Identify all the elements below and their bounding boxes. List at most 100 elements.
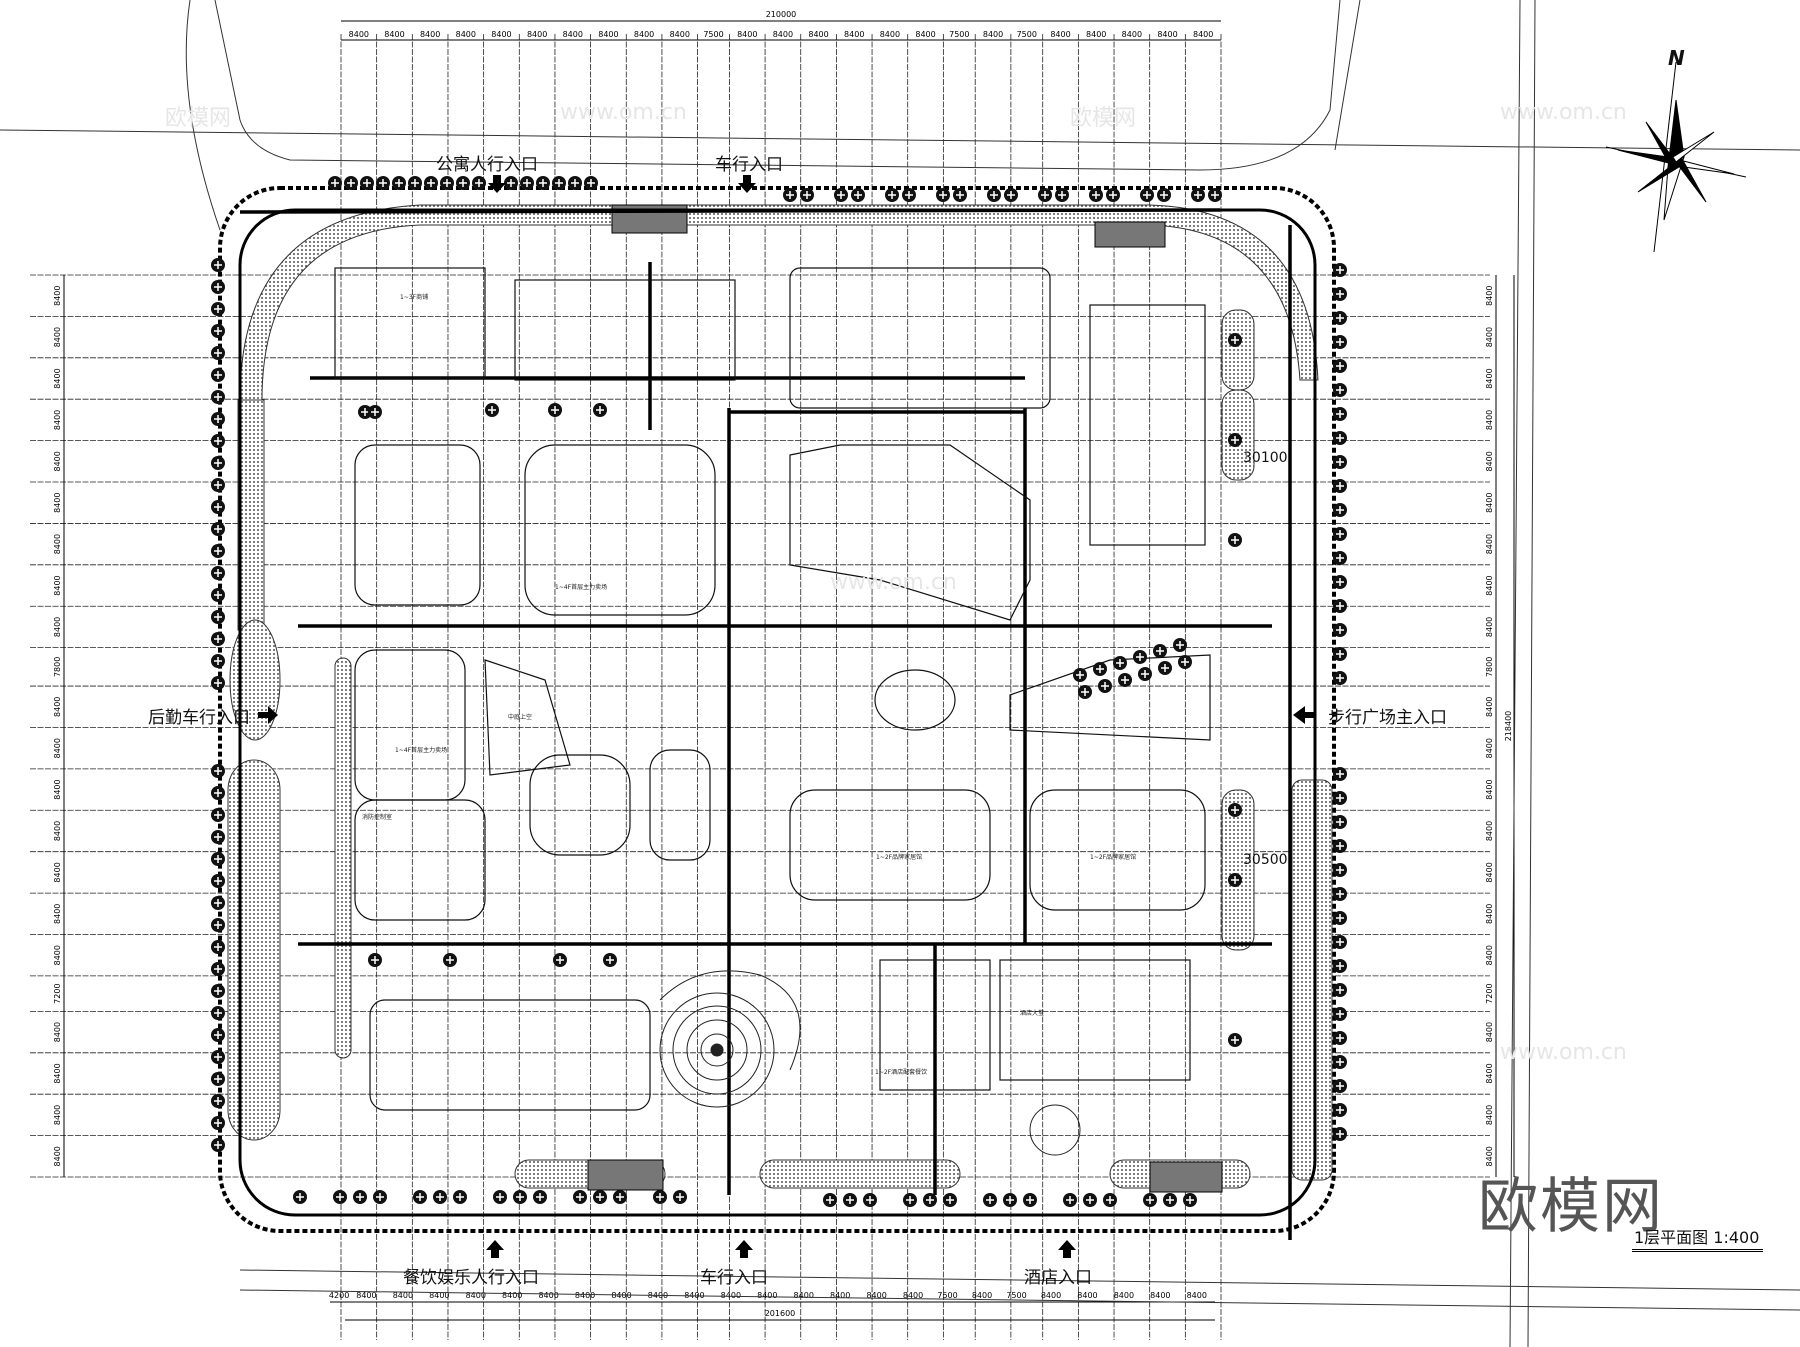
arrow-up-icon <box>486 1240 504 1258</box>
tree-icon <box>1140 188 1154 202</box>
watermark-faint: 欧模网 <box>1070 106 1137 131</box>
room-label: 1~4F首层主力卖场 <box>555 584 608 591</box>
tree-branches <box>1121 676 1129 684</box>
tree-branches <box>676 1193 684 1201</box>
label-vehicle-entrance-north: 车行入口 <box>715 155 783 175</box>
dimension-left: 8400 <box>53 493 62 513</box>
dimension-right: 8400 <box>1485 904 1494 924</box>
tree-branches <box>539 179 547 187</box>
arrow-right-icon <box>258 706 278 724</box>
dimension-bottom: 8400 <box>466 1291 486 1300</box>
drawing-title: 1层平面图 1:400 <box>1632 1224 1764 1252</box>
dimension-right: 8400 <box>1485 368 1494 388</box>
tree-branches <box>214 525 222 533</box>
dimension-top: 8400 <box>983 30 1003 39</box>
dimension-left: 8400 <box>53 410 62 430</box>
tree-branches <box>214 305 222 313</box>
tree-icon <box>520 176 534 190</box>
tree-branches <box>1146 1196 1154 1204</box>
tree-icon <box>1333 311 1347 325</box>
tree-branches <box>939 191 947 199</box>
tree-icon <box>1208 188 1222 202</box>
dimension-bottom: 8400 <box>903 1291 923 1300</box>
dimension-bottom: 8400 <box>1114 1291 1134 1300</box>
tree-icon <box>1023 1193 1037 1207</box>
dimension-top: 8400 <box>420 30 440 39</box>
tree-branches <box>436 1193 444 1201</box>
room-label: 1~4F首层主力卖场 <box>395 747 448 754</box>
tree-icon <box>344 176 358 190</box>
tree-branches <box>214 415 222 423</box>
tree-icon <box>1333 959 1347 973</box>
tree-branches <box>1194 191 1202 199</box>
tree-branches <box>1336 626 1344 634</box>
tree-icon <box>211 1028 225 1042</box>
tree-icon <box>1333 479 1347 493</box>
dimension-bottom: 7500 <box>937 1291 957 1300</box>
tree-icon <box>211 544 225 558</box>
tree-icon <box>1333 335 1347 349</box>
tree-icon <box>211 368 225 382</box>
tree-icon <box>800 188 814 202</box>
tree-icon <box>1333 359 1347 373</box>
tree-icon <box>1333 1007 1347 1021</box>
watermark-faint: www.om.cn <box>1500 100 1627 125</box>
tree-icon <box>211 1094 225 1108</box>
tree-branches <box>1106 1196 1114 1204</box>
tree-icon <box>1333 887 1347 901</box>
tree-branches <box>1161 664 1169 672</box>
dimension-right: 8400 <box>1485 862 1494 882</box>
tree-icon <box>593 1190 607 1204</box>
dimension-top: 8400 <box>808 30 828 39</box>
tree-icon <box>211 764 225 778</box>
tree-branches <box>1231 806 1239 814</box>
tree-branches <box>1336 458 1344 466</box>
tree-icon <box>851 188 865 202</box>
label-dining-entertainment-entrance: 餐饮娱乐人行入口 <box>403 1268 539 1288</box>
tree-branches <box>803 191 811 199</box>
tree-branches <box>1092 191 1100 199</box>
tree-branches <box>475 179 483 187</box>
arrow-left-icon <box>1293 706 1315 724</box>
tree-branches <box>1231 336 1239 344</box>
dimension-left: 8400 <box>53 779 62 799</box>
tree-branches <box>214 855 222 863</box>
tree-icon <box>553 953 567 967</box>
tree-branches <box>214 943 222 951</box>
dimension-bottom: 8400 <box>393 1291 413 1300</box>
dimension-left: 8400 <box>53 945 62 965</box>
tree-branches <box>596 406 604 414</box>
dimension-right: 8400 <box>1485 821 1494 841</box>
tree-icon <box>1004 188 1018 202</box>
tree-icon <box>1228 433 1242 447</box>
tree-icon <box>211 302 225 316</box>
tree-branches <box>214 437 222 445</box>
tree-icon <box>360 176 374 190</box>
tree-icon <box>1103 1193 1117 1207</box>
tree-icon <box>358 405 372 419</box>
elevation-label: 30100 <box>1243 450 1288 466</box>
dimension-top: 8400 <box>915 30 935 39</box>
watermark-faint: 欧模网 <box>165 106 232 131</box>
tree-icon <box>443 953 457 967</box>
dimension-bottom-total: 201600 <box>765 1309 796 1318</box>
tree-icon <box>211 940 225 954</box>
dimension-left: 8400 <box>53 1105 62 1125</box>
dimension-right: 8400 <box>1485 327 1494 347</box>
tree-branches <box>214 877 222 885</box>
room-label: 1~3F商铺 <box>400 294 429 301</box>
tree-branches <box>214 1141 222 1149</box>
dimension-right: 8400 <box>1485 493 1494 513</box>
dimension-top: 8400 <box>670 30 690 39</box>
dimension-top: 8400 <box>456 30 476 39</box>
tree-icon <box>1333 503 1347 517</box>
dimension-left: 8400 <box>53 286 62 306</box>
tree-branches <box>214 613 222 621</box>
tree-icon <box>1003 1193 1017 1207</box>
landscape-areas <box>227 204 1333 1189</box>
tree-branches <box>214 283 222 291</box>
tree-branches <box>214 789 222 797</box>
tree-branches <box>1336 410 1344 418</box>
tree-branches <box>1336 890 1344 898</box>
